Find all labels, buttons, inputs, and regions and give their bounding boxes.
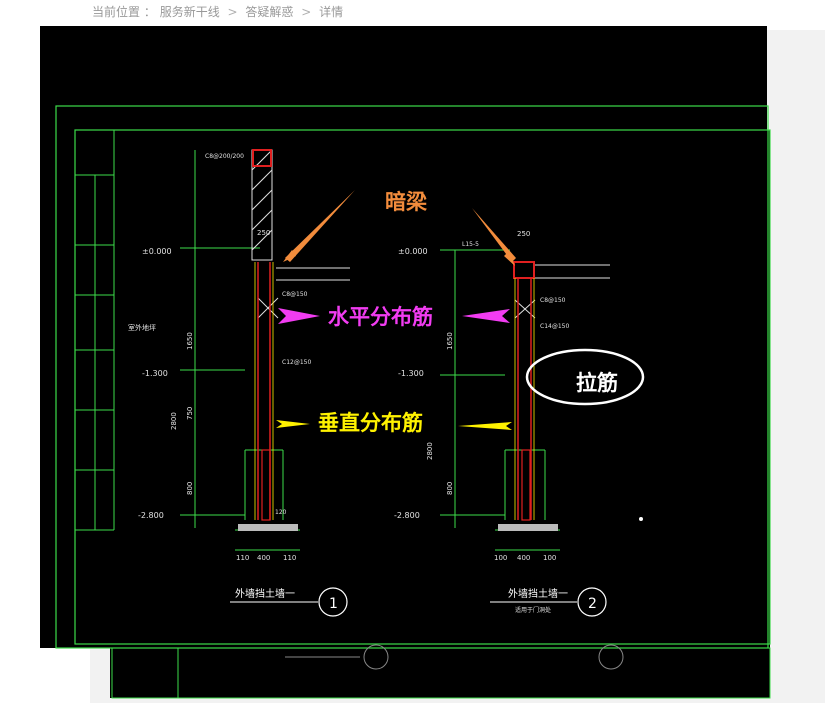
breadcrumb-colon: ：: [143, 5, 156, 19]
dim-wall-d1: 250: [257, 229, 270, 237]
elev-mid-1: -1.300: [142, 369, 168, 378]
callout-2-d2: C8@150: [540, 297, 566, 304]
dim-800-d2: 800: [446, 482, 454, 495]
dim-100-d2-a: 100: [494, 554, 507, 562]
dim-400-d2: 400: [517, 554, 530, 562]
elev-mid-2: -1.300: [398, 369, 424, 378]
dim-2800-d1: 2800: [170, 412, 178, 430]
elev-pos-1: ±0.000: [142, 247, 172, 256]
dim-wall-d2: 250: [517, 230, 530, 238]
callout-1-d1: C8@200/200: [205, 153, 244, 160]
elev-bot-2: -2.800: [394, 511, 420, 520]
dim-110-d1-a: 110: [236, 554, 249, 562]
breadcrumb-item-home[interactable]: 服务新干线: [159, 5, 220, 19]
dim-110-d1-b: 110: [283, 554, 296, 562]
dim-1650-d2: 1650: [446, 332, 454, 350]
breadcrumb: 当前位置 ： 服务新干线 > 答疑解惑 > 详情: [92, 3, 343, 21]
callout-4-d2: C14@150: [540, 323, 569, 330]
breadcrumb-separator: >: [301, 5, 312, 19]
dim-800-d1: 800: [186, 482, 194, 495]
dim-2800-d2: 2800: [426, 442, 434, 460]
detail-2-subtitle: 适用于门洞处: [515, 606, 551, 614]
detail-1-number: 1: [329, 596, 338, 612]
callout-2-d1: C8@150: [282, 291, 308, 298]
detail-1-title: 外墙挡土墙一: [235, 587, 295, 600]
ground-label-1: 室外地坪: [128, 323, 156, 332]
dim-120-d1: 120: [275, 509, 287, 516]
detail-2-number: 2: [588, 596, 597, 612]
breadcrumb-item-qa[interactable]: 答疑解惑: [245, 5, 294, 19]
breadcrumb-item-current: 详情: [319, 5, 344, 19]
dim-400-d1: 400: [257, 554, 270, 562]
dim-1650-d1: 1650: [186, 332, 194, 350]
breadcrumb-separator: >: [227, 5, 238, 19]
annotation-vertical-bars: 垂直分布筋: [318, 411, 423, 435]
annotation-horizontal-bars: 水平分布筋: [328, 305, 433, 329]
dim-750-d1: 750: [186, 407, 194, 420]
elev-bot-1: -2.800: [138, 511, 164, 520]
elev-pos-2: ±0.000: [398, 247, 428, 256]
beam-label: L15-5: [462, 241, 479, 248]
detail-2-title: 外墙挡土墙一: [508, 587, 568, 600]
breadcrumb-prefix: 当前位置: [92, 5, 141, 19]
dim-100-d2-b: 100: [543, 554, 556, 562]
callout-3-d1: C12@150: [282, 359, 311, 366]
annotation-hidden-beam: 暗梁: [385, 190, 428, 214]
annotation-tie-bars: 拉筋: [576, 371, 618, 395]
